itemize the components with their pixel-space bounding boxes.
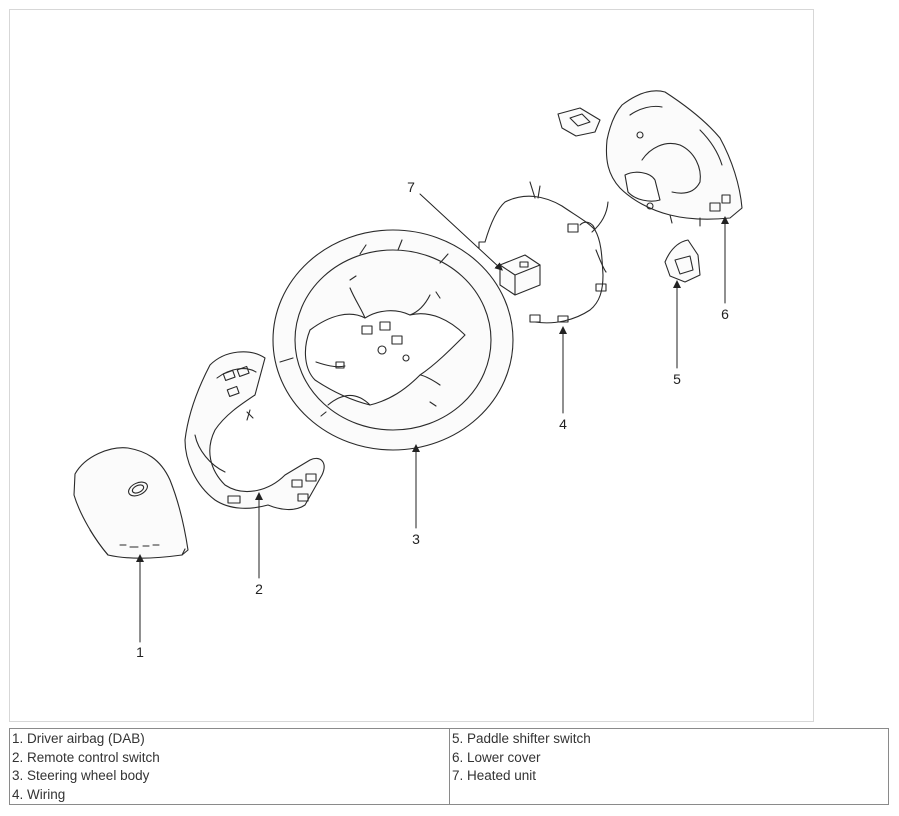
callout-1: 1	[136, 644, 144, 660]
parts-legend-table: 1. Driver airbag (DAB) 2. Remote control…	[9, 728, 889, 805]
callout-5: 5	[673, 371, 681, 387]
steering-wheel-body-part	[272, 229, 514, 451]
exploded-view-diagram: 1 2 3 4 5 6 7	[73, 90, 743, 660]
legend-item-remote-control-switch: 2. Remote control switch	[12, 749, 160, 765]
legend-item-steering-wheel-body: 3. Steering wheel body	[12, 768, 150, 783]
heated-unit-part	[499, 254, 541, 296]
callout-3: 3	[412, 531, 420, 547]
leader-line-7	[419, 193, 503, 271]
legend-item-wiring: 4. Wiring	[12, 786, 66, 802]
driver-airbag-part	[73, 447, 189, 559]
legend-column-right: 5. Paddle shifter switch 6. Lower cover …	[449, 729, 888, 804]
legend-item-driver-airbag: 1. Driver airbag (DAB)	[12, 731, 145, 746]
legend-item-heated-unit: 7. Heated unit	[452, 768, 537, 783]
callout-2: 2	[255, 581, 263, 597]
legend-item-lower-cover: 6. Lower cover	[452, 749, 541, 765]
callout-7: 7	[407, 179, 415, 195]
lower-cover-part	[605, 90, 743, 227]
leader-lines	[136, 193, 729, 643]
remote-control-switch-part	[184, 351, 325, 511]
exploded-view-figure: 1 2 3 4 5 6 7	[9, 9, 814, 722]
callout-6: 6	[721, 306, 729, 322]
legend-item-paddle-shifter-switch: 5. Paddle shifter switch	[452, 731, 591, 746]
wiring-part	[478, 181, 609, 324]
callout-4: 4	[559, 416, 567, 432]
legend-column-left: 1. Driver airbag (DAB) 2. Remote control…	[10, 729, 449, 804]
paddle-shifter-switch-part	[557, 107, 701, 283]
